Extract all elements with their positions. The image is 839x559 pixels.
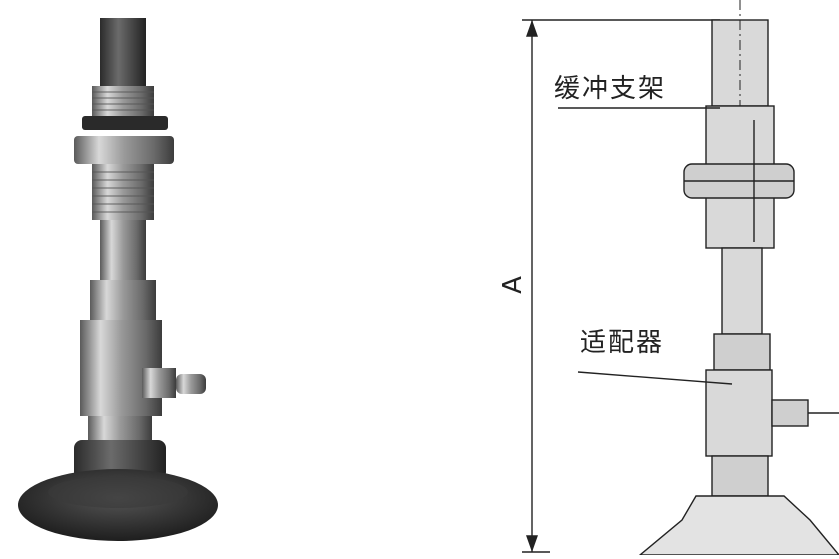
callout-adapter: 适配器: [580, 328, 665, 358]
technical-drawing: A 缓冲支架 适配器: [470, 0, 839, 556]
callout-buffer-bracket: 缓冲支架: [554, 74, 667, 104]
vacuum-cup-photo: [18, 18, 218, 541]
product-photo: [0, 0, 260, 555]
dimension-a-label: A: [497, 276, 528, 294]
section-drawing: [522, 0, 839, 556]
